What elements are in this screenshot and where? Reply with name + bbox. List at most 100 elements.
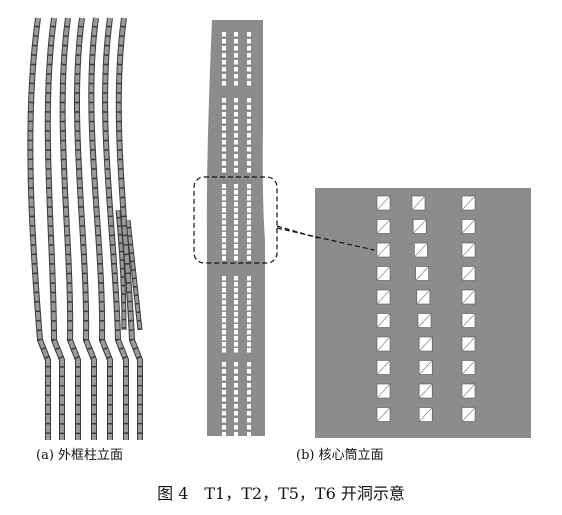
wall-opening: [234, 238, 238, 243]
wall-opening: [234, 282, 238, 287]
wall-opening: [247, 288, 251, 293]
opening-diagonal: [418, 336, 433, 352]
wall-opening: [234, 294, 238, 299]
wall-opening: [222, 282, 226, 287]
wall-opening: [222, 67, 226, 72]
column-segments: [103, 17, 128, 440]
wall-opening: [222, 348, 226, 353]
wall-opening: [222, 432, 226, 437]
wall-opening: [222, 154, 226, 159]
wall-opening: [222, 32, 226, 37]
wall-opening: [234, 418, 238, 423]
outer-frame-columns: [27, 17, 143, 440]
wall-opening: [222, 250, 226, 255]
wall-opening: [247, 81, 251, 86]
wall-opening: [234, 147, 238, 152]
opening-diagonal: [411, 195, 426, 211]
wall-opening: [222, 184, 226, 189]
wall-opening: [222, 74, 226, 79]
wall-opening: [222, 383, 226, 388]
wall-opening: [234, 425, 238, 430]
wall-opening: [234, 74, 238, 79]
opening-diagonal: [376, 195, 391, 211]
wall-opening: [222, 208, 226, 213]
opening-diagonal: [376, 219, 391, 234]
bracing-segments: [126, 219, 142, 331]
wall-opening: [247, 220, 251, 225]
wall-opening: [247, 98, 251, 103]
wall-opening: [247, 119, 251, 124]
opening-diagonal: [461, 266, 476, 281]
wall-opening: [234, 202, 238, 207]
opening-diagonal: [376, 360, 391, 375]
wall-opening: [234, 226, 238, 231]
wall-opening: [247, 312, 251, 317]
wall-opening: [222, 256, 226, 261]
wall-opening: [247, 256, 251, 261]
wall-opening: [247, 105, 251, 110]
wall-opening: [222, 324, 226, 329]
wall-opening: [222, 369, 226, 374]
column-segments: [89, 17, 112, 440]
wall-opening: [247, 74, 251, 79]
opening-diagonal: [414, 242, 428, 258]
wall-opening: [234, 161, 238, 166]
wall-opening: [222, 168, 226, 173]
wall-opening: [234, 404, 238, 409]
wall-opening: [247, 208, 251, 213]
wall-opening: [234, 369, 238, 374]
wall-opening: [222, 133, 226, 138]
panel-a-caption: (a) 外框柱立面: [36, 448, 124, 463]
wall-opening: [234, 105, 238, 110]
panel-b-caption: (b) 核心筒立面: [296, 448, 384, 463]
wall-opening: [234, 390, 238, 395]
wall-opening: [234, 336, 238, 341]
wall-opening: [222, 214, 226, 219]
wall-opening: [234, 300, 238, 305]
wall-opening: [234, 32, 238, 37]
opening-diagonal: [376, 289, 391, 305]
wall-opening: [247, 112, 251, 117]
wall-opening: [234, 190, 238, 195]
opening-diagonal: [376, 336, 391, 352]
wall-opening: [222, 397, 226, 402]
wall-opening: [247, 184, 251, 189]
opening-diagonal: [376, 313, 391, 328]
detail-callout: [193, 176, 375, 264]
wall-opening: [247, 369, 251, 374]
wall-opening: [222, 202, 226, 207]
wall-opening: [234, 112, 238, 117]
wall-opening: [247, 147, 251, 152]
wall-opening: [222, 342, 226, 347]
wall-opening: [247, 282, 251, 287]
wall-opening: [234, 244, 238, 249]
wall-opening: [247, 318, 251, 323]
wall-opening: [247, 32, 251, 37]
wall-opening: [247, 418, 251, 423]
wall-opening: [247, 294, 251, 299]
wall-opening: [247, 390, 251, 395]
core-tube-elevation: [206, 20, 265, 437]
wall-opening: [222, 226, 226, 231]
wall-opening: [222, 147, 226, 152]
wall-opening: [247, 250, 251, 255]
wall-opening: [247, 232, 251, 237]
bracing-segments: [116, 209, 126, 331]
column-segments: [74, 17, 96, 440]
wall-opening: [247, 196, 251, 201]
wall-opening: [247, 214, 251, 219]
wall-opening: [247, 376, 251, 381]
wall-opening: [234, 288, 238, 293]
wall-opening: [247, 46, 251, 51]
wall-opening: [234, 383, 238, 388]
wall-opening: [234, 53, 238, 58]
wall-opening: [222, 418, 226, 423]
opening-diagonal: [461, 219, 476, 234]
wall-opening: [234, 39, 238, 44]
wall-opening: [247, 342, 251, 347]
figure-title: 图 4 T1，T2，T5，T6 开洞示意: [157, 484, 405, 503]
wall-opening: [247, 300, 251, 305]
wall-opening: [234, 184, 238, 189]
wall-opening: [247, 411, 251, 416]
